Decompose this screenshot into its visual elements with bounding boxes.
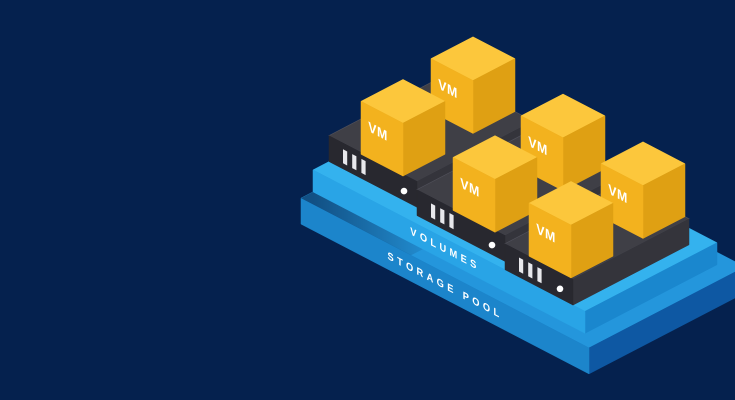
- storage-pool-shadow: [301, 191, 423, 256]
- vent-bar-3: [361, 158, 366, 176]
- vent-grille-icon: [431, 203, 454, 230]
- vent-grille-icon: [519, 257, 542, 284]
- vent-grille-icon: [343, 149, 366, 176]
- vm-cube-6-front-face: [528, 202, 572, 279]
- vent-bar-3: [537, 267, 542, 284]
- vent-bar-3: [449, 213, 454, 230]
- vent-bar-1: [431, 203, 436, 220]
- vent-bar-2: [528, 262, 533, 279]
- storage-pool-front-face: [300, 197, 590, 375]
- vm-cube-5: [600, 141, 686, 239]
- vm-cube-6: [528, 181, 614, 279]
- vm-cube-2-front-face: [360, 100, 404, 177]
- vm-cube-2: [360, 79, 446, 177]
- vent-bar-1: [519, 257, 524, 274]
- vm-cube-4: [452, 135, 538, 233]
- status-led-icon: [488, 241, 496, 249]
- status-led-icon: [400, 187, 408, 195]
- vm-cube-4-front-face: [452, 156, 496, 233]
- vent-bar-1: [343, 149, 348, 166]
- volumes-front-face: [312, 169, 586, 334]
- status-led-icon: [556, 285, 564, 293]
- vent-bar-2: [440, 208, 445, 225]
- vent-bar-2: [352, 154, 357, 171]
